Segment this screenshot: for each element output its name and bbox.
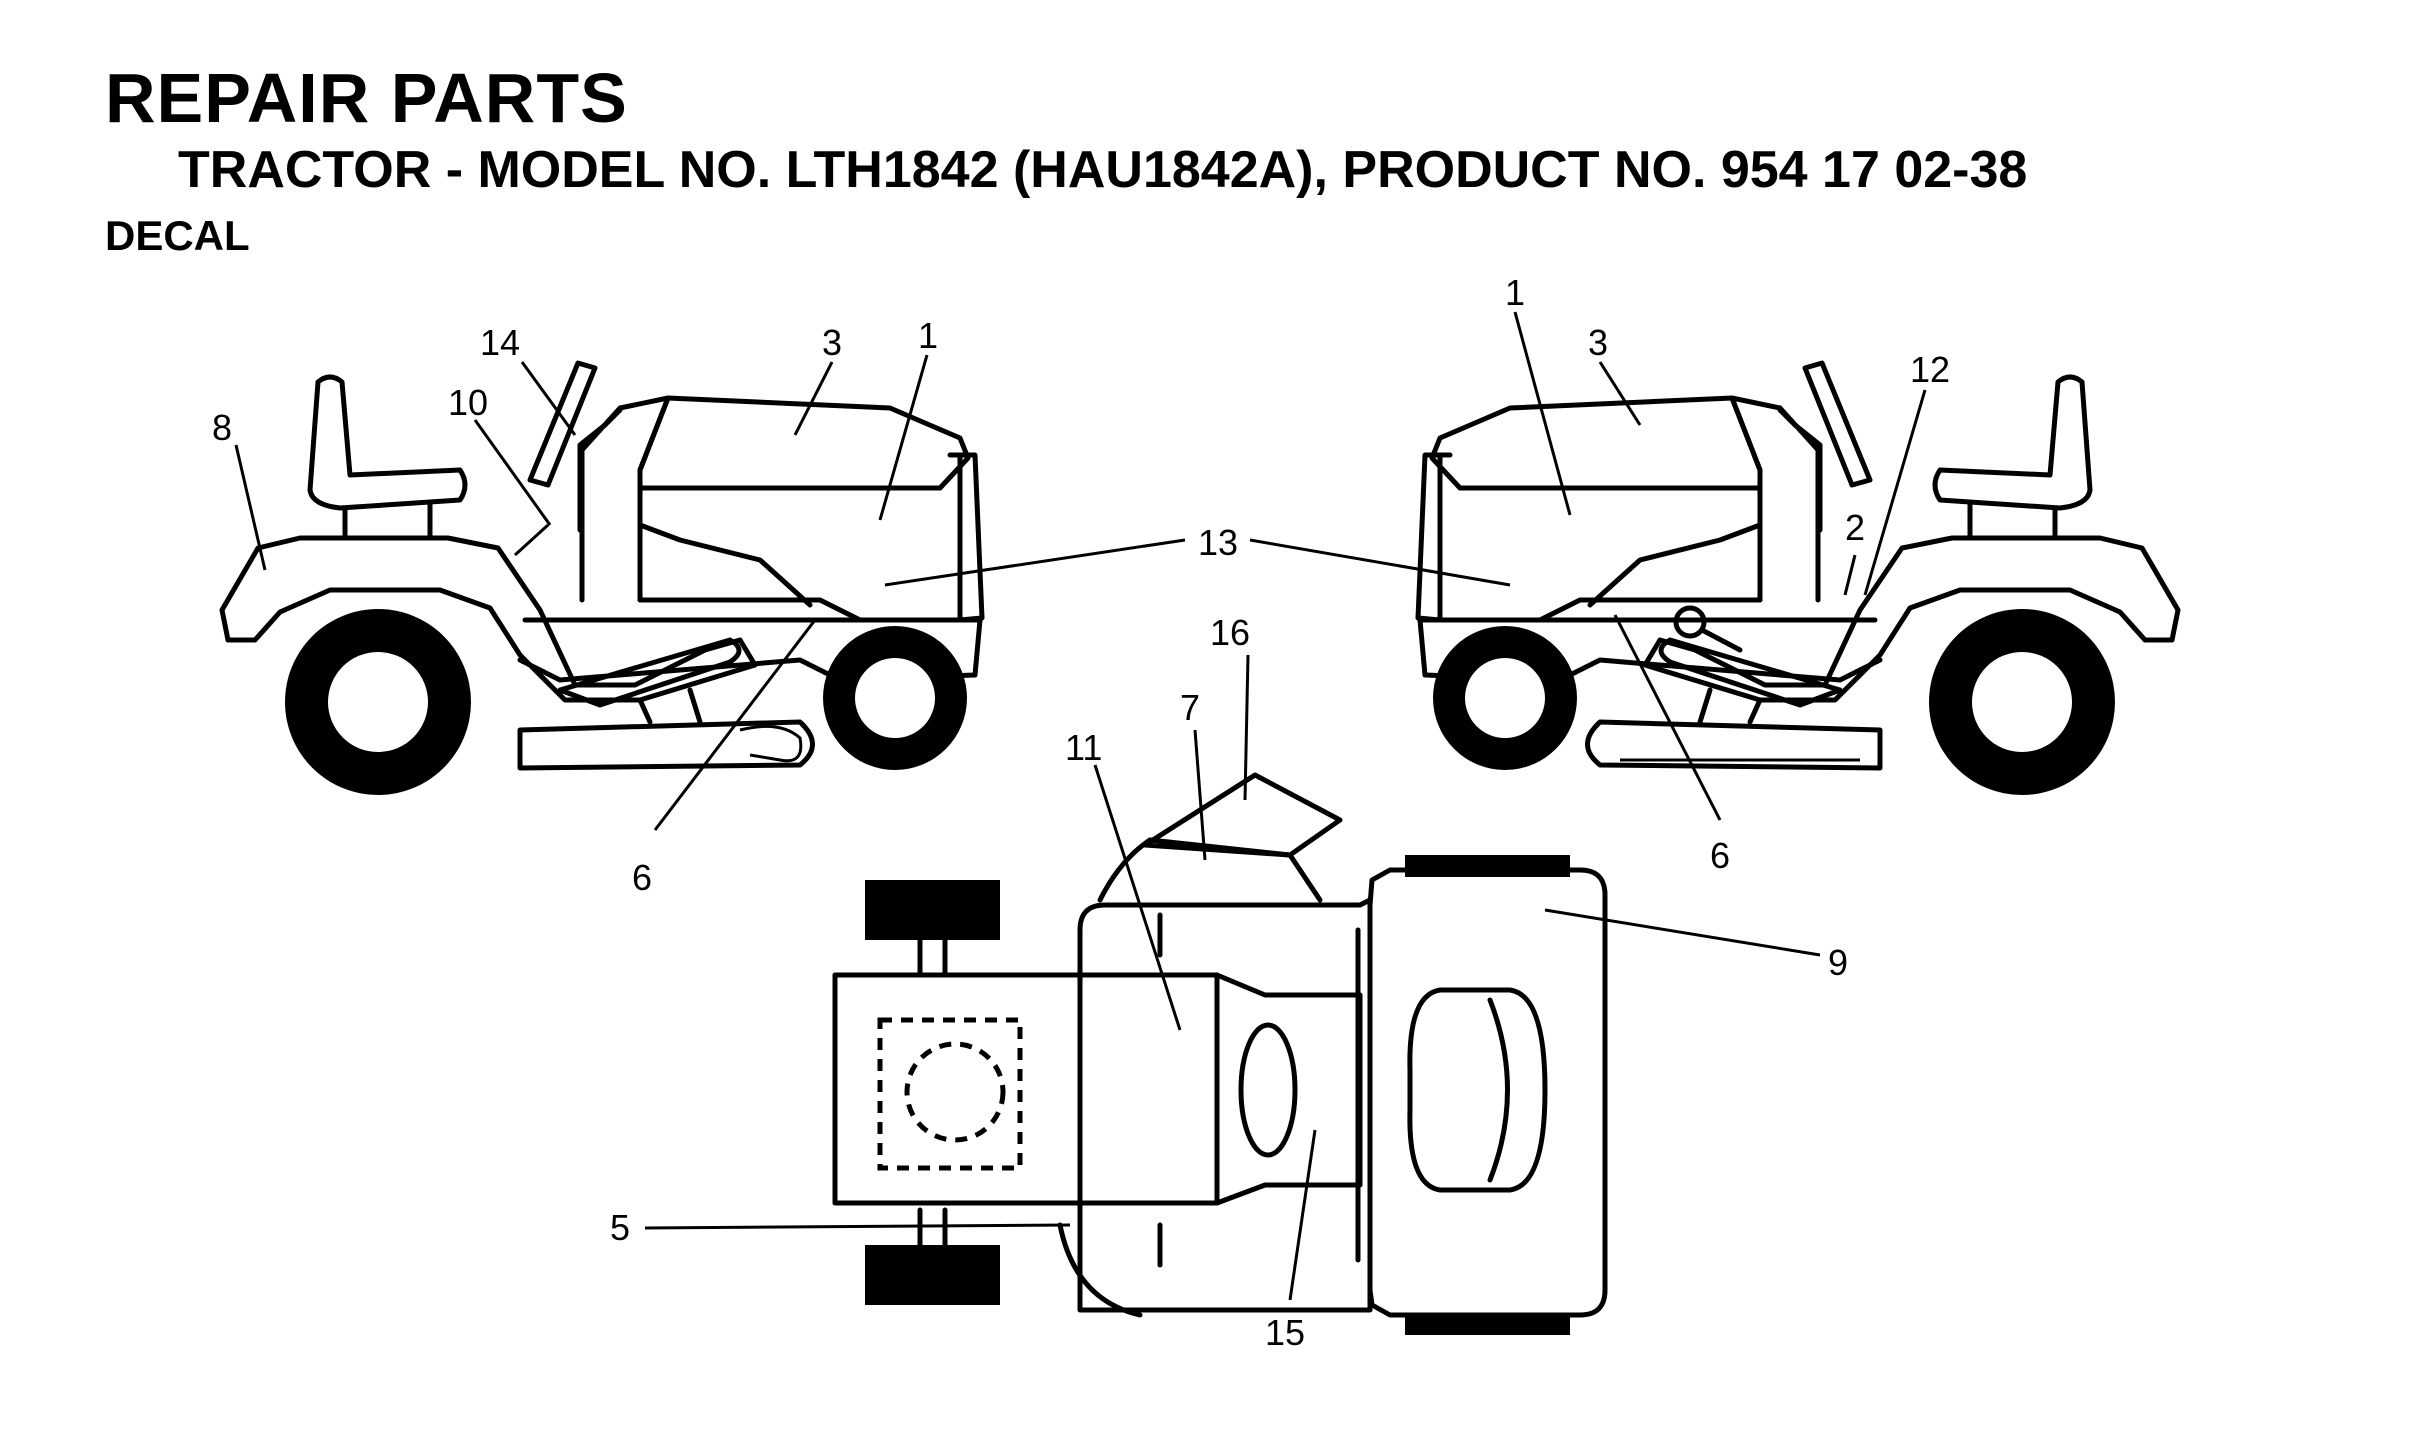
callout-8-left: 8	[212, 407, 232, 448]
callout-1-right: 1	[1505, 272, 1525, 313]
callout-12-right: 12	[1910, 349, 1950, 390]
callout-15-top: 15	[1265, 1312, 1305, 1353]
callout-1-left: 1	[918, 315, 938, 356]
callout-9-top: 9	[1828, 942, 1848, 983]
callout-11-top: 11	[1065, 727, 1102, 768]
page-subtitle: TRACTOR - MODEL NO. LTH1842 (HAU1842A), …	[178, 141, 2028, 199]
tractor-left-side-view	[219, 360, 985, 795]
page-title: REPAIR PARTS	[105, 59, 628, 137]
callout-16-top: 16	[1210, 612, 1250, 653]
callout-2-right: 2	[1845, 507, 1865, 548]
tractor-right-side-view	[1415, 360, 2181, 795]
callout-7-top: 7	[1180, 687, 1200, 728]
callout-3-right: 3	[1588, 322, 1608, 363]
callout-10-left: 10	[448, 382, 488, 423]
callout-3-left: 3	[822, 322, 842, 363]
callout-13: 13	[1198, 522, 1238, 563]
callout-6-right: 6	[1710, 835, 1730, 876]
callout-numbers: 14 3 1 10 8 13 6 1 3 12 2 6 16 7 11 9 5 …	[212, 272, 1950, 1353]
callout-14-left: 14	[480, 322, 520, 363]
callout-5-top: 5	[610, 1207, 630, 1248]
callout-6-left: 6	[632, 857, 652, 898]
section-label: DECAL	[105, 212, 250, 259]
tractor-top-view	[832, 772, 1608, 1335]
leader-lines	[234, 311, 1927, 1301]
